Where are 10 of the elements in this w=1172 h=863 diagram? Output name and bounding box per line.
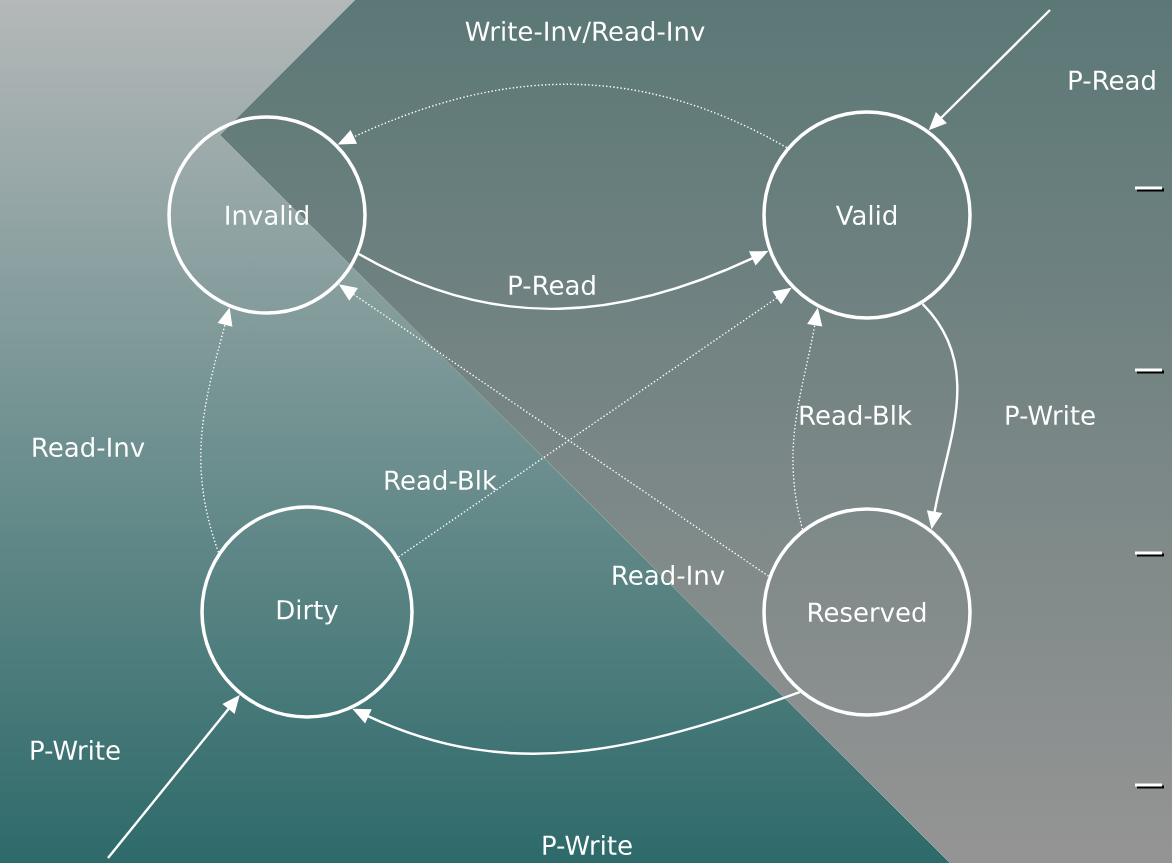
edge-label: Read-Inv: [33, 436, 145, 458]
edge-label: P-Write: [31, 739, 120, 761]
edge-label: P-Read: [509, 274, 595, 296]
edge-label: P-Write: [543, 834, 632, 856]
edge-label: P-Read: [1069, 69, 1155, 91]
edge-label: Read-Inv: [613, 564, 725, 586]
edge-label: Read-Blk: [385, 469, 497, 491]
edge-label: Read-Blk: [800, 404, 912, 426]
edge-label: P-Write: [1006, 404, 1095, 426]
edge-label: Write-Inv/Read-Inv: [465, 20, 705, 44]
